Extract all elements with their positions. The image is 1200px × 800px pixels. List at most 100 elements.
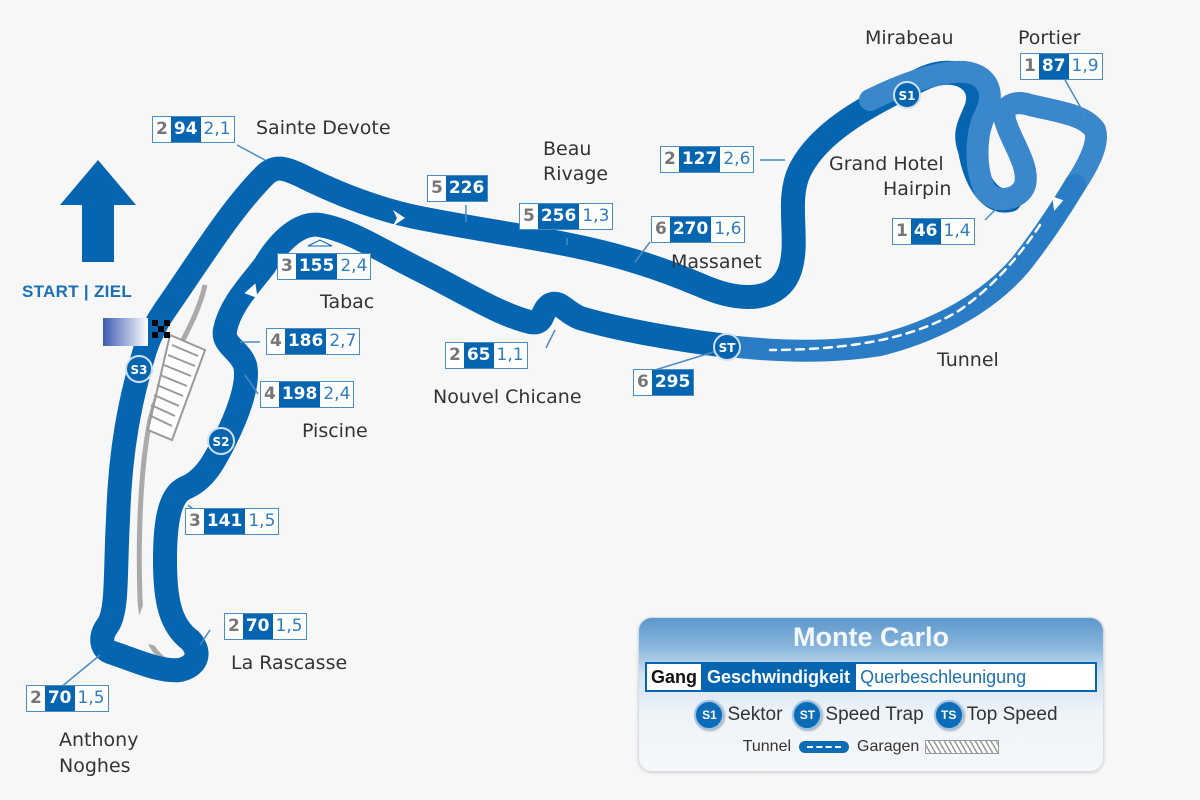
lateral-value: 2,6 xyxy=(723,149,751,169)
svg-text:S3: S3 xyxy=(131,363,148,377)
marker-s3: S3 xyxy=(125,355,153,383)
speed-value: 198 xyxy=(278,382,321,407)
speed-value: 270 xyxy=(669,217,712,242)
direction-arrow-icon xyxy=(244,196,1064,299)
label-sainte-devote: Sainte Devote xyxy=(256,117,391,139)
tabac-marker-icon xyxy=(307,239,333,247)
lateral-value: 2,1 xyxy=(203,119,231,139)
label-piscine: Piscine xyxy=(302,420,368,442)
gear-value: 4 xyxy=(264,384,276,404)
gear-value: 2 xyxy=(30,688,42,708)
label-anthony: Anthony xyxy=(59,729,139,751)
label-mirabeau: Mirabeau xyxy=(865,27,954,49)
label-nouvel-chicane: Nouvel Chicane xyxy=(433,386,582,408)
speed-value: 94 xyxy=(170,117,201,142)
marker-s1: S1 xyxy=(893,81,921,109)
speed-value: 70 xyxy=(44,686,75,711)
gear-value: 2 xyxy=(449,345,461,365)
start-line-gradient xyxy=(103,318,148,346)
label-rivage: Rivage xyxy=(543,163,609,185)
tunnel-swatch-icon xyxy=(799,741,850,753)
start-finish-label: START | ZIEL xyxy=(22,282,133,301)
lateral-value: 2,4 xyxy=(340,256,368,276)
speed-value: 46 xyxy=(910,219,941,244)
speed-value: 256 xyxy=(537,204,580,229)
gear-value: 3 xyxy=(189,511,201,531)
legend-markers-row: S1 Sektor ST Speed Trap TS Top Speed xyxy=(639,700,1103,730)
lateral-value: 1,3 xyxy=(582,206,610,226)
svg-text:ST: ST xyxy=(719,341,737,355)
marker-st: ST xyxy=(713,333,741,361)
label-tunnel: Tunnel xyxy=(937,349,999,371)
gear-value: 2 xyxy=(156,119,168,139)
legend-key-bar: Gang Geschwindigkeit Querbeschleunigung xyxy=(645,662,1097,692)
speed-value: 295 xyxy=(651,370,694,395)
legend-tunnel: Tunnel xyxy=(742,738,792,755)
speed-value: 87 xyxy=(1038,54,1069,79)
checkered-flag-icon xyxy=(152,320,170,338)
legend-speed: Geschwindigkeit xyxy=(701,664,857,690)
legend-gear: Gang xyxy=(651,667,698,687)
label-noghes: Noghes xyxy=(59,755,131,777)
label-massanet: Massanet xyxy=(671,251,762,273)
garage-hatching xyxy=(146,333,207,442)
speed-value: 141 xyxy=(203,509,246,534)
lateral-value: 1,6 xyxy=(714,219,742,239)
lateral-value: 1,5 xyxy=(248,511,276,531)
legend-title: Monte Carlo xyxy=(792,622,949,652)
svg-text:S1: S1 xyxy=(899,89,916,103)
gear-value: 2 xyxy=(228,616,240,636)
legend-panel: Monte Carlo Gang Geschwindigkeit Querbes… xyxy=(638,617,1104,772)
svg-text:S2: S2 xyxy=(213,435,230,449)
label-hairpin: Hairpin xyxy=(883,178,952,200)
speed-value: 127 xyxy=(678,147,721,172)
legend-garage: Garagen xyxy=(857,738,920,755)
garage-swatch-icon xyxy=(925,740,1000,754)
legend-sector: Sektor xyxy=(727,704,783,725)
lateral-value: 1,5 xyxy=(275,616,303,636)
gear-value: 6 xyxy=(637,372,649,392)
legend-swatches-row: Tunnel Garagen xyxy=(639,738,1103,756)
sector-badge-icon: S1 xyxy=(694,700,725,730)
lateral-value: 1,9 xyxy=(1071,56,1099,76)
label-grand-hotel: Grand Hotel xyxy=(829,153,944,175)
gear-value: 3 xyxy=(281,256,293,276)
speed-value: 70 xyxy=(242,614,273,639)
speed-value: 155 xyxy=(295,254,338,279)
legend-lateral: Querbeschleunigung xyxy=(860,667,1027,687)
label-portier: Portier xyxy=(1018,27,1081,49)
gear-value: 1 xyxy=(1024,56,1036,76)
speed-value: 65 xyxy=(463,343,494,368)
speed-value: 186 xyxy=(284,329,327,354)
lateral-value: 2,7 xyxy=(329,331,357,351)
gear-value: 6 xyxy=(655,219,667,239)
lateral-value: 2,4 xyxy=(323,384,351,404)
marker-s2: S2 xyxy=(207,427,235,455)
label-tabac: Tabac xyxy=(320,291,375,313)
gear-value: 5 xyxy=(431,178,443,198)
start-arrow-icon xyxy=(60,160,136,262)
gear-value: 2 xyxy=(664,149,676,169)
speed-value: 226 xyxy=(445,176,488,201)
legend-speedtrap: Speed Trap xyxy=(825,704,924,725)
speedtrap-badge-icon: ST xyxy=(792,700,823,730)
legend-topspeed: Top Speed xyxy=(966,704,1058,725)
topspeed-badge-icon: TS xyxy=(933,700,964,730)
lateral-value: 1,1 xyxy=(496,345,524,365)
